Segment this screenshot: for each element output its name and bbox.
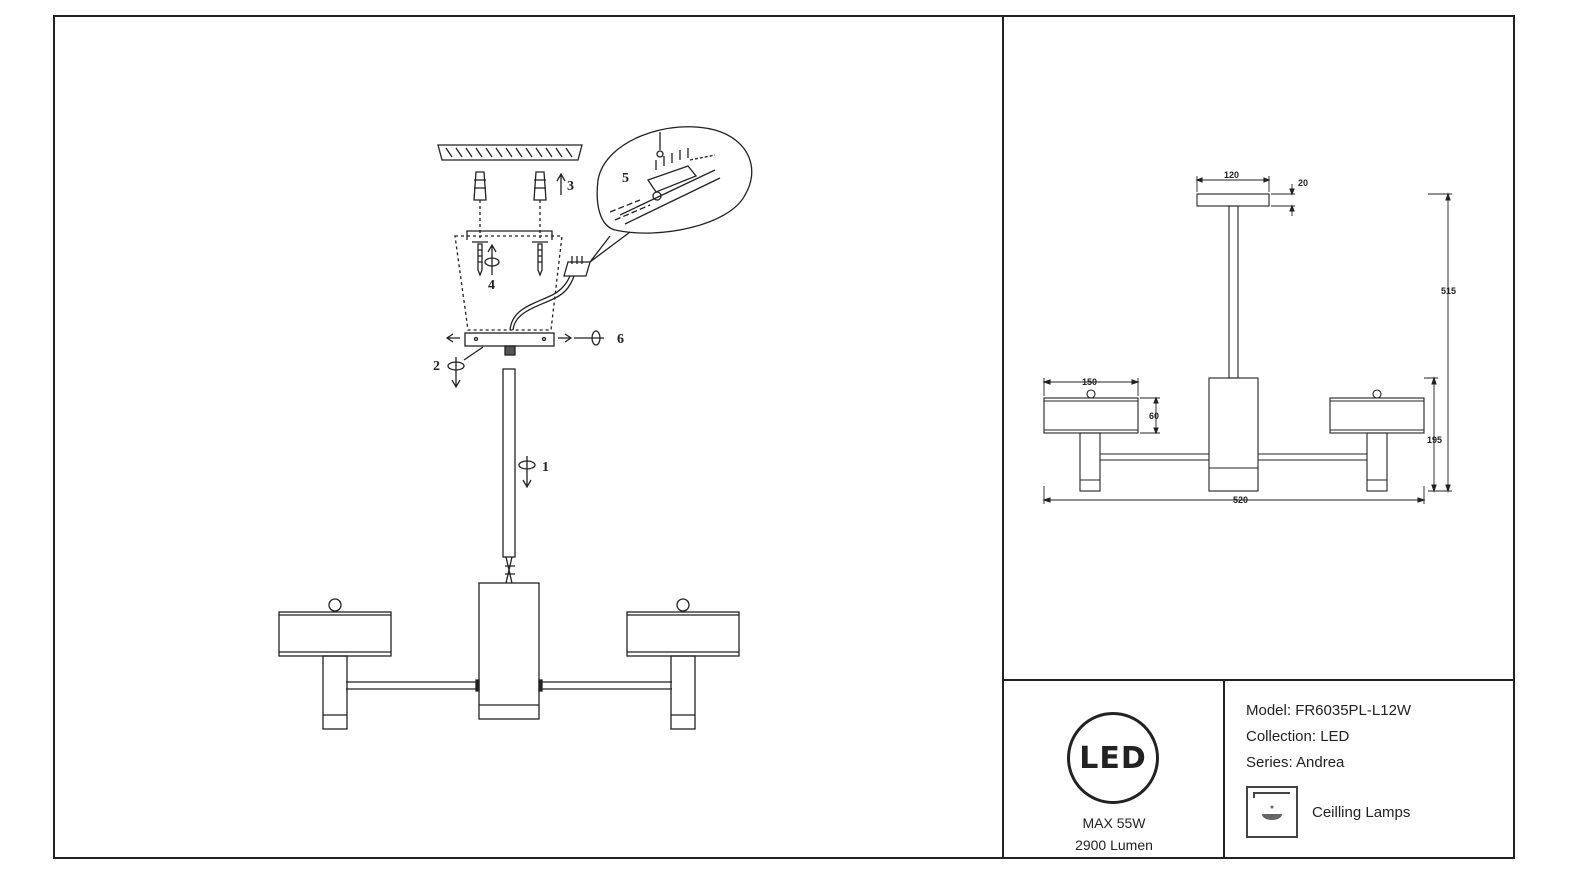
terminal-block-icon <box>563 256 591 277</box>
magnify-callout <box>589 126 753 263</box>
dimension-drawing: 120 20 515 195 150 60 520 <box>1042 170 1456 505</box>
screw-icon <box>472 241 548 277</box>
right-lamp-head <box>626 598 740 730</box>
ceiling-lamp-icon <box>1246 786 1298 838</box>
left-lamp-head <box>278 598 392 730</box>
assembly-drawing: 1 2 3 4 5 6 <box>278 126 753 730</box>
collection-text: Collection: LED <box>1246 728 1350 745</box>
step-4-label: 4 <box>488 278 495 293</box>
dim-canopy <box>1196 193 1270 207</box>
model-text: Model: FR6035PL-L12W <box>1246 702 1412 719</box>
dim-total-width: 520 <box>1233 495 1248 505</box>
center-body <box>478 582 540 720</box>
canopy <box>464 332 555 347</box>
divider-vertical-info <box>1223 679 1225 859</box>
dim-canopy-width: 120 <box>1224 170 1239 180</box>
lumen-text: 2900 Lumen <box>1075 837 1153 853</box>
category-text: Ceilling Lamps <box>1312 804 1411 821</box>
dim-total-height: 515 <box>1441 286 1456 296</box>
sheet-frame <box>53 15 1515 859</box>
divider-vertical-main <box>1002 15 1004 859</box>
step-6-label: 6 <box>617 332 624 347</box>
led-badge-label: LED <box>1079 740 1147 776</box>
step-5-label: 5 <box>622 171 629 186</box>
dim-shade-height: 60 <box>1149 411 1159 421</box>
step-2-label: 2 <box>433 359 440 374</box>
wall-plug-icon <box>473 171 547 201</box>
ceiling-hatch <box>437 144 583 161</box>
step-3-label: 3 <box>567 179 574 194</box>
downrod <box>502 368 516 558</box>
dim-canopy-height: 20 <box>1298 178 1308 188</box>
dim-shade-width: 150 <box>1082 377 1097 387</box>
divider-horizontal-info <box>1002 679 1515 681</box>
led-badge: LED <box>1067 712 1159 804</box>
series-text: Series: Andrea <box>1246 754 1345 771</box>
max-power-text: MAX 55W <box>1082 815 1146 831</box>
dim-arm-height: 195 <box>1427 435 1442 445</box>
step-1-label: 1 <box>542 460 549 475</box>
